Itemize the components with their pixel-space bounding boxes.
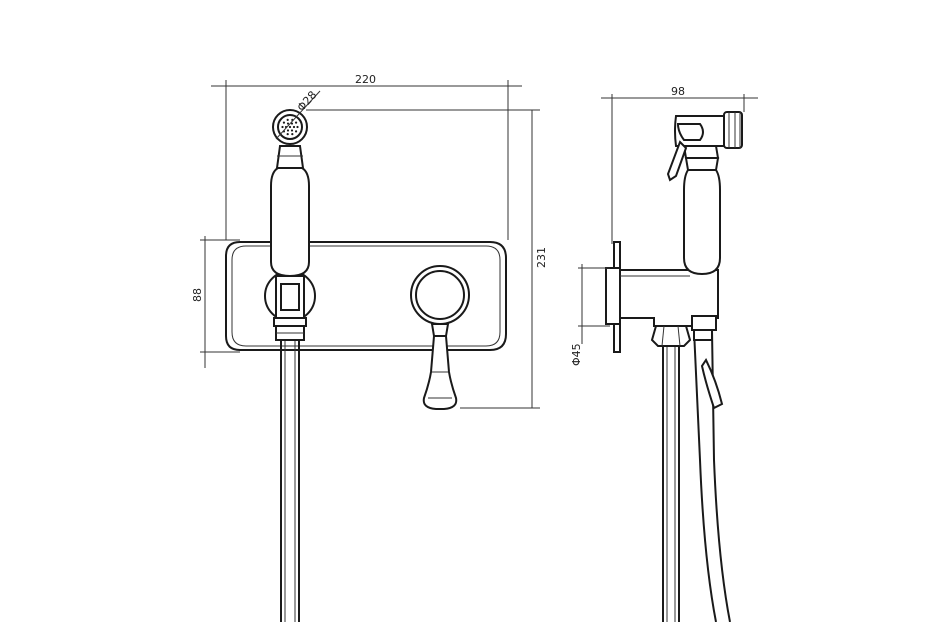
dim-width-front: 220 [211, 73, 522, 240]
nozzle-hole [286, 122, 290, 125]
nozzle-hole [296, 125, 299, 129]
nozzle-hole [294, 121, 298, 124]
dim-label-231: 231 [535, 247, 548, 268]
nozzle-hole [286, 129, 290, 132]
dim-label-220: 220 [355, 73, 376, 86]
side-lever [700, 358, 724, 410]
side-spray-head [674, 111, 743, 159]
side-trigger [666, 140, 688, 182]
side-handle-body [683, 169, 721, 276]
nozzle-hole [288, 125, 292, 129]
dim-height-panel: 88 [191, 236, 240, 368]
dim-depth-side: 98 [601, 85, 758, 244]
nozzle-hole [286, 133, 289, 136]
dim-label-d45: Φ45 [570, 343, 583, 366]
side-hose [662, 329, 731, 622]
nozzle-hole [291, 133, 294, 136]
front-view: 220 Φ28 231 88 [191, 73, 548, 622]
nozzle-hole [290, 122, 294, 125]
side-view: 98 Φ45 [570, 85, 758, 622]
front-wall-plate-inner [231, 245, 501, 347]
front-mixer-knob [410, 265, 470, 410]
front-handle-body [270, 167, 310, 278]
front-wall-plate [225, 241, 507, 351]
nozzle-hole [286, 118, 289, 121]
front-handle-neck [275, 145, 305, 169]
dim-height-total: 231 [306, 109, 548, 409]
dim-diameter-connector: Φ45 [570, 264, 610, 366]
nozzle-hole [294, 130, 298, 133]
front-spray-head [272, 109, 308, 145]
nozzle-hole [282, 121, 286, 124]
dim-label-88: 88 [191, 288, 204, 302]
dim-label-98: 98 [671, 85, 685, 98]
front-holder [264, 270, 316, 341]
nozzle-hole [290, 129, 294, 132]
side-connector-nut [650, 315, 717, 347]
front-hose [280, 338, 300, 622]
nozzle-hole [292, 125, 296, 129]
nozzle-hole [281, 125, 284, 129]
